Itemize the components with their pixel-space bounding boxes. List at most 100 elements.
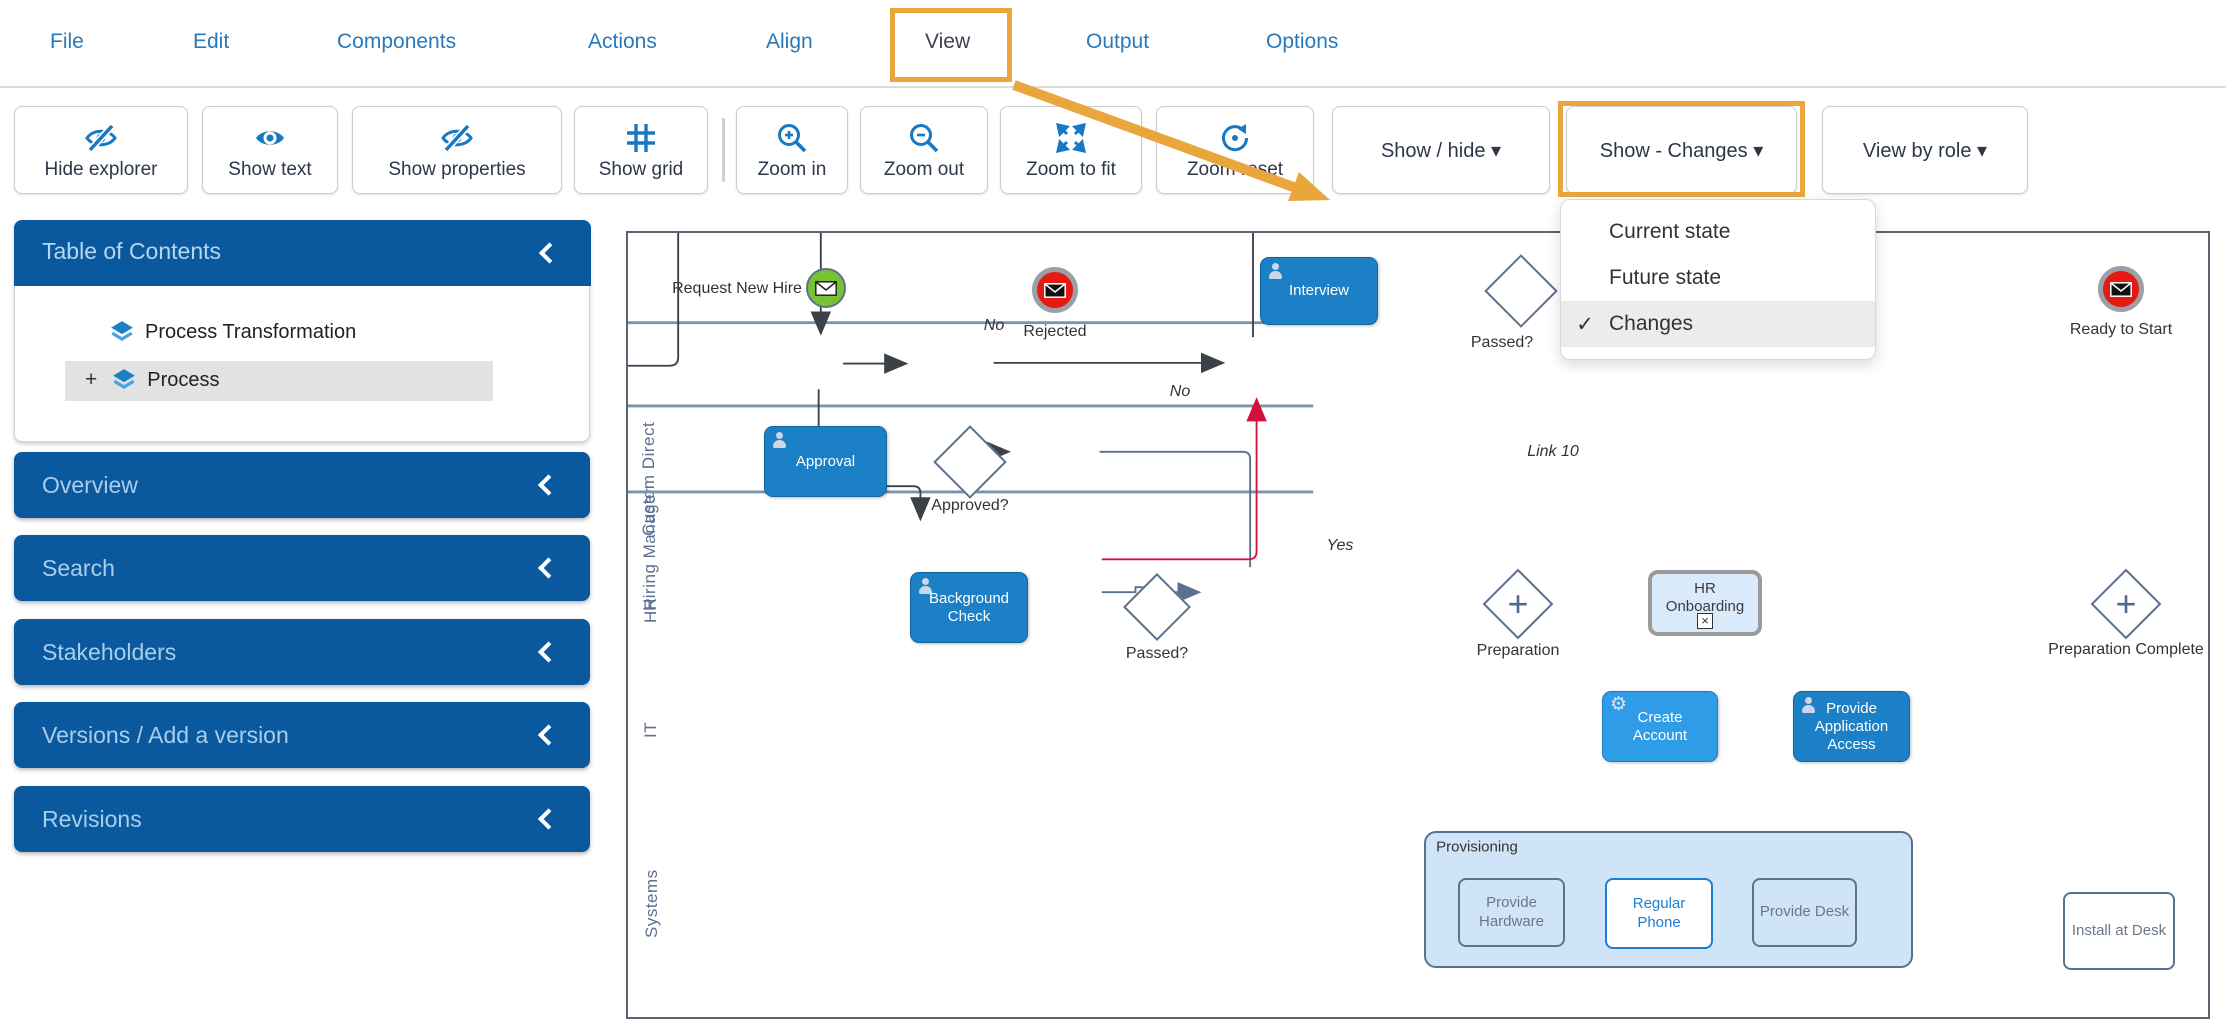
hide-explorer-button[interactable]: Hide explorer (14, 106, 188, 194)
caret-down-icon: ▾ (1491, 139, 1502, 162)
subprocess-hr-onboarding[interactable]: HR Onboarding × (1648, 570, 1762, 636)
task-label: Install at Desk (2071, 921, 2167, 939)
task-create-account[interactable]: ⚙ Create Account (1602, 691, 1718, 762)
toc-header[interactable]: Table of Contents (14, 220, 591, 286)
panel-versions[interactable]: Versions / Add a version (14, 702, 590, 768)
chevron-left-icon[interactable] (538, 242, 561, 264)
task-interview[interactable]: Interview (1260, 257, 1378, 325)
menu-view[interactable]: View (925, 30, 971, 53)
panel-title: Versions / Add a version (42, 721, 289, 748)
task-approval[interactable]: Approval (764, 426, 887, 497)
zoom-reset-label: Zoom reset (1186, 159, 1284, 180)
hide-explorer-label: Hide explorer (44, 159, 158, 180)
menu-item-label: Current state (1609, 220, 1731, 243)
task-background-check[interactable]: Background Check (910, 572, 1028, 643)
task-provide-hardware[interactable]: Provide Hardware (1458, 878, 1565, 947)
panel-title: Revisions (42, 805, 142, 832)
task-label: HR Onboarding (1665, 580, 1745, 615)
gear-icon: ⚙ (1610, 694, 1628, 715)
gateway-passed-hm-label: Passed? (1470, 334, 1534, 351)
ready-to-start-label: Ready to Start (2069, 321, 2173, 338)
task-label: Background Check (928, 589, 1010, 625)
gateway-preparation-label: Preparation (1476, 642, 1560, 659)
task-regular-phone[interactable]: Regular Phone (1605, 878, 1713, 949)
view-by-role-dropdown-button[interactable]: View by role ▾ (1822, 106, 2028, 194)
grid-icon (626, 119, 656, 157)
task-label: Regular Phone (1632, 894, 1686, 931)
zoom-in-button[interactable]: Zoom in (736, 106, 848, 194)
toc-item-process-transformation[interactable]: Process Transformation (109, 319, 356, 345)
task-install-at-desk[interactable]: Install at Desk (2063, 892, 2175, 970)
rejected-end-event[interactable] (1032, 267, 1078, 313)
toc-item-label: Process (147, 368, 220, 391)
menu-file[interactable]: File (50, 30, 84, 53)
gateway-approved-label: Approved? (931, 497, 1009, 514)
menu-item-label: Future state (1609, 266, 1722, 289)
eye-off-icon (83, 119, 119, 157)
rejected-label: Rejected (1023, 323, 1087, 340)
menu-options[interactable]: Options (1266, 30, 1339, 53)
envelope-icon (2110, 281, 2132, 297)
panel-revisions[interactable]: Revisions (14, 786, 590, 852)
chevron-left-icon (537, 808, 560, 830)
connector-layer (628, 233, 1314, 603)
zoom-out-button[interactable]: Zoom out (860, 106, 988, 194)
parallel-plus-icon: + (2115, 583, 2137, 624)
task-provide-application-access[interactable]: Provide Application Access (1793, 691, 1910, 762)
zoom-to-fit-button[interactable]: Zoom to fit (1000, 106, 1142, 194)
show-text-button[interactable]: Show text (202, 106, 338, 194)
eye-off-icon (439, 119, 475, 157)
menu-actions[interactable]: Actions (588, 30, 657, 53)
menu-item-current-state[interactable]: Current state (1561, 209, 1875, 255)
check-icon: ✓ (1576, 312, 1594, 336)
menu-components[interactable]: Components (337, 30, 457, 53)
toolbar-divider (722, 118, 725, 182)
menu-output[interactable]: Output (1086, 30, 1150, 53)
edge-label-no-passed: No (1169, 383, 1191, 400)
panel-title: Overview (42, 471, 138, 498)
zoom-reset-button[interactable]: Zoom reset (1156, 106, 1314, 194)
toc-item-process[interactable]: + Process (85, 367, 220, 393)
ready-to-start-end-event[interactable] (2098, 266, 2144, 312)
task-provide-desk[interactable]: Provide Desk (1752, 878, 1857, 947)
expand-plus-icon[interactable]: + (85, 368, 98, 391)
layers-icon (111, 321, 133, 341)
show-hide-dropdown-button[interactable]: Show / hide ▾ (1332, 106, 1550, 194)
menu-align[interactable]: Align (766, 30, 813, 53)
eye-icon (252, 119, 288, 157)
user-icon (918, 578, 933, 594)
gateway-passed-hr-label: Passed? (1125, 645, 1189, 662)
start-event[interactable] (806, 268, 846, 308)
edge-label-no-approved: No (983, 317, 1005, 334)
menu-bar: File Edit Components Actions Align View … (0, 0, 2226, 88)
chevron-left-icon (537, 641, 560, 663)
panel-search[interactable]: Search (14, 535, 590, 601)
toolbar: Hide explorer Show text Show properties … (0, 88, 2226, 206)
show-grid-label: Show grid (598, 159, 684, 180)
chevron-left-icon (537, 557, 560, 579)
show-properties-button[interactable]: Show properties (352, 106, 562, 194)
user-icon (772, 432, 787, 448)
panel-overview[interactable]: Overview (14, 452, 590, 518)
toc-selected-row-highlight (65, 361, 493, 401)
show-grid-button[interactable]: Show grid (574, 106, 708, 194)
zoom-out-icon (908, 119, 940, 157)
show-changes-label: Show - Changes (1599, 139, 1748, 162)
show-properties-label: Show properties (388, 159, 526, 180)
envelope-icon (815, 280, 837, 296)
menu-item-future-state[interactable]: Future state (1561, 255, 1875, 301)
zoom-out-label: Zoom out (883, 159, 965, 180)
diagram-canvas[interactable]: Hiring Manager Custom Direct HR IT Syste… (626, 231, 2210, 1019)
menu-edit[interactable]: Edit (193, 30, 230, 53)
task-label: Create Account (1632, 708, 1688, 744)
panel-stakeholders[interactable]: Stakeholders (14, 619, 590, 685)
zoom-in-label: Zoom in (757, 159, 827, 180)
caret-down-icon: ▾ (1977, 139, 1988, 162)
start-event-label: Request New Hire (672, 280, 802, 297)
task-label: Approval (795, 452, 856, 470)
menu-item-changes[interactable]: ✓ Changes (1561, 301, 1875, 347)
show-changes-dropdown-button[interactable]: Show - Changes ▾ (1566, 106, 1797, 194)
expand-icon (1055, 119, 1087, 157)
task-label: Provide Hardware (1478, 893, 1545, 930)
table-of-contents-panel: Table of Contents Process Transformation… (14, 220, 591, 442)
